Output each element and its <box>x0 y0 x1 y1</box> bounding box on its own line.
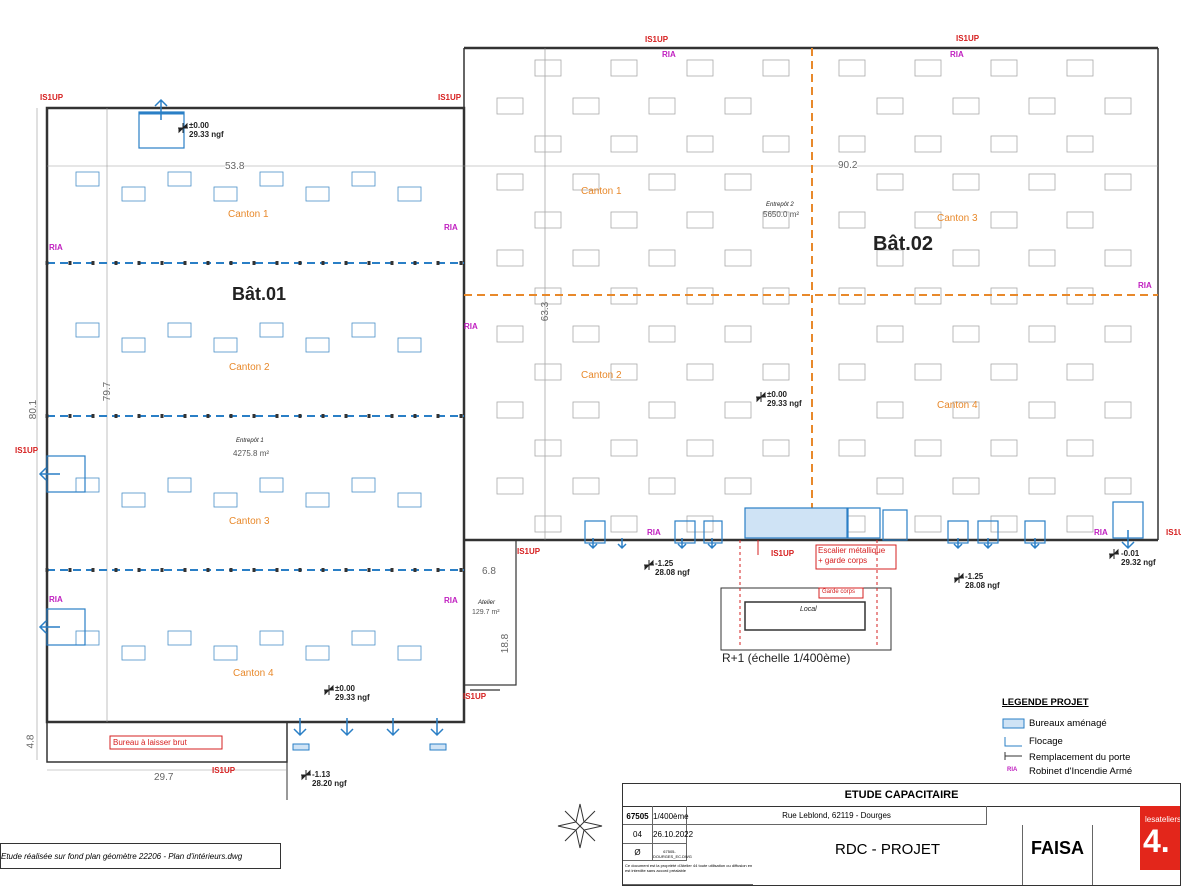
cell-scale: 1/400ème <box>653 806 689 825</box>
rack-pattern <box>496 59 1132 533</box>
is1up-marker: IS1UP <box>212 766 236 775</box>
company-logo: lesateliers 4. <box>1140 806 1180 870</box>
is1up-marker: IS1UP <box>15 446 39 455</box>
ria-marker: RIA <box>1094 528 1108 537</box>
dimension: 29.7 <box>154 772 174 783</box>
canton-label: Canton 1 <box>228 209 269 220</box>
footer-note: Etude réalisée sur fond plan géomètre 22… <box>0 843 281 869</box>
is1up-marker: IS1UP <box>645 35 669 44</box>
office-blocks <box>46 111 1144 646</box>
cell-file: 67505-DOURGES_EC.DWG <box>653 844 692 861</box>
dimension: 63.3 <box>540 301 552 322</box>
warehouse-2-area: 5650.0 m² <box>763 210 800 219</box>
cell-date: 26.10.2022 <box>653 825 693 844</box>
dimension: 18.8 <box>500 633 512 654</box>
cell-project-no: 67505 <box>623 806 653 825</box>
dimension: 6.8 <box>482 566 496 577</box>
dimension: 79.7 <box>102 381 114 402</box>
is1up-marker: IS1UP <box>438 93 462 102</box>
ria-marker: RIA <box>1138 281 1152 290</box>
door-marker <box>429 743 447 751</box>
ria-marker: RIA <box>444 223 458 232</box>
ria-marker: RIA <box>49 243 63 252</box>
ria-marker: RIA <box>464 322 478 331</box>
legend-item: Bureaux aménagé <box>1029 718 1107 729</box>
legend-item: Robinet d'Incendie Armé <box>1029 766 1133 777</box>
canton-label: Canton 2 <box>581 370 622 381</box>
dimension: 53.8 <box>225 161 245 172</box>
canton-label: Canton 4 <box>937 400 978 411</box>
ria-marker: RIA <box>662 50 676 59</box>
dimension: 90.2 <box>838 160 858 171</box>
door-marker <box>292 743 310 751</box>
is1up-marker: IS1UP <box>463 692 487 701</box>
ria-marker: RIA <box>49 595 63 604</box>
is1up-marker: IS1UP <box>771 549 795 558</box>
cell-client: FAISA <box>1023 825 1093 885</box>
legend-ria-symbol: RIA <box>1007 767 1018 773</box>
legend-icons <box>1002 718 1025 760</box>
is1up-marker: IS1UP <box>1166 528 1181 537</box>
rack-pattern-blue <box>75 171 422 661</box>
legend-title: LEGENDE PROJET <box>1002 697 1089 708</box>
atelier-label: Atelier <box>478 600 496 606</box>
title-block: ETUDE CAPACITAIRE 67505 1/400ème Rue Leb… <box>622 783 1181 886</box>
building-2-title: Bât.02 <box>873 233 934 255</box>
building-1-title: Bât.01 <box>232 284 287 304</box>
cell-disclaimer: Ce document est la propriété d'Atelier 4… <box>623 861 753 885</box>
grid-lines <box>36 108 1158 771</box>
is1up-marker: IS1UP <box>956 34 980 43</box>
cell-index: Ø <box>623 844 653 861</box>
canton-separators-b2 <box>464 48 1158 510</box>
ria-marker: RIA <box>950 50 964 59</box>
legend-item: Remplacement du porte <box>1029 752 1131 763</box>
canton-label: Canton 3 <box>229 516 270 527</box>
cell-drawing: RDC - PROJET <box>753 825 1023 885</box>
bureau-label: Bureau à laisser brut <box>113 738 187 747</box>
local-label: Local <box>800 606 817 613</box>
dimension: 80.1 <box>28 399 40 420</box>
is1up-marker: IS1UP <box>517 547 541 556</box>
garde-corps-label: Garde corps <box>822 589 856 595</box>
title-block-heading: ETUDE CAPACITAIRE <box>623 784 1180 807</box>
red-callouts <box>109 540 897 750</box>
canton-label: Canton 2 <box>229 362 270 373</box>
legend-item: Flocage <box>1029 736 1063 747</box>
separator-dots <box>45 261 463 572</box>
door-arrows <box>38 98 1135 737</box>
canton-label: Canton 3 <box>937 213 978 224</box>
cell-address: Rue Leblond, 62119 - Dourges <box>687 806 987 825</box>
canton-label: Canton 4 <box>233 668 274 679</box>
cell-sheet: 04 <box>623 825 653 844</box>
ria-marker: RIA <box>444 596 458 605</box>
warehouse-2-label: Entrepôt 2 <box>766 202 794 208</box>
canton-label: Canton 1 <box>581 186 622 197</box>
warehouse-1-area: 4275.8 m² <box>233 449 270 458</box>
warehouse-1-label: Entrepôt 1 <box>236 438 264 444</box>
r1-label: R+1 (échelle 1/400ème) <box>722 651 851 665</box>
atelier-area: 129.7 m² <box>472 609 500 616</box>
legend: LEGENDE PROJET Bureaux aménagé Flocage R… <box>1001 697 1171 782</box>
north-arrow <box>557 803 603 849</box>
escalier-label: Escalier métallique+ garde corps <box>818 546 886 565</box>
level-markers <box>178 122 1119 781</box>
ria-marker: RIA <box>647 528 661 537</box>
dimension: 4.8 <box>25 734 37 749</box>
is1up-marker: IS1UP <box>40 93 64 102</box>
